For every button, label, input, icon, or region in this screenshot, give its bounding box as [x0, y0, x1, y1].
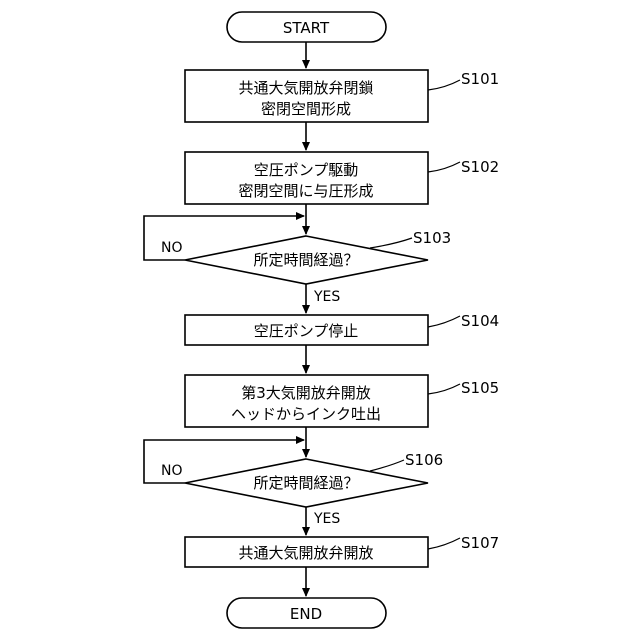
s105-label: S105 [461, 379, 499, 397]
s101-leader-line [428, 80, 460, 90]
s101-label: S101 [461, 70, 499, 88]
s106-label: S106 [405, 451, 443, 469]
s103-text: 所定時間経過？ [253, 251, 358, 269]
s103-leader-line [370, 238, 412, 248]
s102-leader-line [428, 162, 460, 172]
end-text: END [290, 605, 322, 623]
s101-line-1: 共通大気開放弁閉鎖 [238, 79, 373, 97]
s106-leader-line [370, 460, 404, 471]
start-text: START [283, 19, 330, 37]
s105-line-1: 第3大気開放弁開放 [241, 384, 371, 402]
step-s102-box: 空圧ポンプ駆動 密閉空間に与圧形成 [185, 152, 428, 204]
start-terminal: START [227, 12, 386, 42]
step-s101-box: 共通大気開放弁閉鎖 密閉空間形成 [185, 70, 428, 122]
s106-text: 所定時間経過？ [253, 474, 358, 492]
s104-label: S104 [461, 312, 499, 330]
decision-s103: 所定時間経過？ [185, 236, 428, 284]
step-s104-box: 空圧ポンプ停止 [185, 315, 428, 345]
s107-label: S107 [461, 534, 499, 552]
s107-text: 共通大気開放弁開放 [238, 544, 373, 562]
s101-line-2: 密閉空間形成 [261, 100, 351, 118]
s105-leader-line [428, 384, 460, 394]
s104-leader-line [428, 316, 460, 327]
s106-no-label: NO [161, 463, 183, 479]
decision-s106: 所定時間経過？ [185, 459, 428, 507]
end-terminal: END [227, 598, 386, 628]
s102-line-2: 密閉空間に与圧形成 [238, 182, 373, 200]
s103-label: S103 [413, 229, 451, 247]
s105-line-2: ヘッドからインク吐出 [231, 405, 381, 423]
s102-label: S102 [461, 158, 499, 176]
s103-yes-label: YES [313, 289, 340, 305]
s106-yes-label: YES [313, 511, 340, 527]
step-s105-box: 第3大気開放弁開放 ヘッドからインク吐出 [185, 375, 428, 427]
s107-leader-line [428, 538, 460, 549]
s104-text: 空圧ポンプ停止 [254, 322, 359, 340]
s103-no-label: NO [161, 240, 183, 256]
step-s107-box: 共通大気開放弁開放 [185, 537, 428, 567]
s102-line-1: 空圧ポンプ駆動 [254, 161, 359, 179]
